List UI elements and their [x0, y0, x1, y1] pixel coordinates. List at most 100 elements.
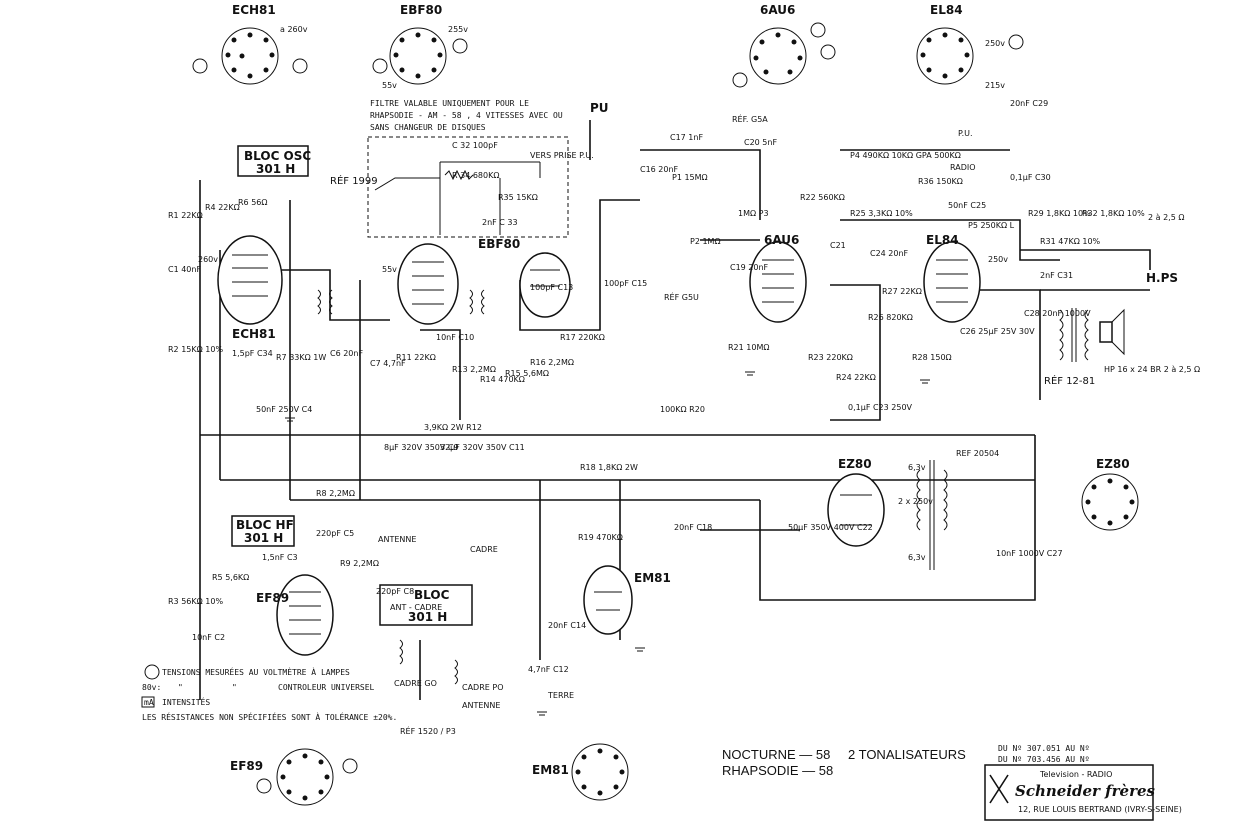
c18-label: 20nF C18 — [674, 523, 712, 532]
c31-label: 2nF C31 — [1040, 271, 1073, 280]
model-line1: NOCTURNE — 58 — [722, 747, 830, 762]
ref-1520-label: RÉF 1520 / P3 — [400, 725, 456, 736]
pu2-label: P.U. — [958, 129, 973, 138]
r21-label: R21 10MΩ — [728, 343, 769, 352]
pu-label: PU — [590, 101, 609, 115]
r18-label: R18 1,8KΩ 2W — [580, 463, 638, 472]
maker-addr: 12, RUE LOUIS BERTRAND (IVRY-S-SEINE) — [1018, 805, 1182, 814]
c24-label: C24 20nF — [870, 249, 909, 258]
svg-text:a 260v: a 260v — [280, 25, 308, 34]
tube-6au6-label: 6AU6 — [764, 233, 799, 247]
c7-label: C7 4,7nF — [370, 359, 406, 368]
cadre-go-label: CADRE GO — [394, 679, 437, 688]
bloc-ant-title: BLOC — [414, 588, 450, 602]
tube-ebf80-label: EBF80 — [478, 237, 520, 251]
p1-label: P1 15MΩ — [672, 173, 708, 182]
cadre-label: CADRE — [470, 545, 498, 554]
tube-ech81: ECH81 — [217, 235, 283, 341]
misc-labels: PU P.U. RADIO RÉF 1999 RÉF 12-81 REF 205… — [198, 101, 1200, 736]
bloc-osc-title: BLOC OSC — [244, 149, 311, 163]
r26-label: R26 820KΩ — [868, 313, 913, 322]
r35-label: R35 15KΩ — [498, 193, 538, 202]
c9-label: 8µF 320V 350V C9 — [384, 443, 459, 452]
c11-label: 32µF 320V 350V C11 — [440, 443, 525, 452]
p4-label: P4 490KΩ 10KΩ GPA 500KΩ — [850, 151, 961, 160]
c17-label: C17 1nF — [670, 133, 703, 142]
c5-label: 220pF C5 — [316, 529, 354, 538]
c28-label: C28 20nF 1000V — [1024, 309, 1091, 318]
r22-label: R22 560KΩ — [800, 193, 845, 202]
vers-prise-label: VERS PRISE P.U. — [530, 151, 594, 160]
c6-label: C6 20nF — [330, 349, 363, 358]
r16-label: R16 2,2MΩ — [530, 358, 574, 367]
tube-ez80-label: EZ80 — [838, 457, 872, 471]
legend: TENSIONS MESURÉES AU VOLTMÈTRE À LAMPES … — [141, 664, 397, 722]
c21-label: C21 — [830, 241, 846, 250]
tube-el84: EL84 — [923, 233, 981, 323]
bloc-hf-ref: 301 H — [244, 531, 283, 545]
c33-label: 2nF C 33 — [482, 218, 518, 227]
r36-label: R36 150KΩ — [918, 177, 963, 186]
pinout-ebf80-title: EBF80 — [400, 3, 442, 17]
r32-label: R32 1,8KΩ 10% — [1082, 209, 1145, 218]
tube-ef89-label: EF89 — [256, 591, 289, 605]
svg-text:55v: 55v — [382, 81, 397, 90]
c34-label: 1,5pF C34 — [232, 349, 273, 358]
v55-label: 55v — [382, 265, 397, 274]
ref-g5u-label: RÉF G5U — [664, 291, 699, 302]
bloc-osc: BLOC OSC 301 H — [237, 145, 311, 177]
v260-label: 260v — [198, 255, 218, 264]
r19-label: R19 470KΩ — [578, 533, 623, 542]
r9-label: R9 2,2MΩ — [340, 559, 379, 568]
tube-ef89: EF89 — [256, 574, 334, 656]
legend-mark2: 80v: — [142, 683, 161, 692]
r4-label: R4 22KΩ — [205, 203, 240, 212]
pinout-ez80-title: EZ80 — [1096, 457, 1130, 471]
pinout-ech81: ECH81 a 260v — [192, 3, 308, 85]
r5-label: R5 5,6KΩ — [212, 573, 249, 582]
r11-label: R11 22KΩ — [396, 353, 436, 362]
if-transformers — [317, 289, 485, 685]
c1-label: C1 40nF — [168, 265, 201, 274]
r28-label: R28 150Ω — [912, 353, 952, 362]
tube-em81-label: EM81 — [634, 571, 671, 585]
legend-line1: TENSIONS MESURÉES AU VOLTMÈTRE À LAMPES — [162, 666, 350, 677]
c10-label: 10nF C10 — [436, 333, 474, 342]
c32-label: C 32 100pF — [452, 141, 498, 150]
legend-mark3: mA — [144, 698, 154, 707]
r12-label: 3,9KΩ 2W R12 — [424, 423, 482, 432]
r7-label: R7 33KΩ 1W — [276, 353, 326, 362]
maker-tag: Television - RADIO — [1039, 770, 1112, 779]
legend-mark2c: " — [232, 683, 237, 692]
c20-label: C20 5nF — [744, 138, 777, 147]
tube-ez80: EZ80 — [827, 457, 885, 547]
cadre-po-label: CADRE PO — [462, 683, 504, 692]
legend-mark2b: " — [178, 683, 183, 692]
bloc-antenne-cadre: BLOC ANT - CADRE 301 H — [379, 584, 473, 626]
r6-label: R6 56Ω — [238, 198, 267, 207]
hp-label: HP 16 x 24 BR 2 à 2,5 Ω — [1104, 365, 1200, 374]
r34-label: R 34 680KΩ — [452, 171, 499, 180]
c19-label: C19 20nF — [730, 263, 769, 272]
tube-ebf80: EBF80 — [397, 237, 520, 325]
p5-label: P5 250KΩ L — [968, 221, 1015, 230]
title-block: NOCTURNE — 58 2 TONALISATEURS RHAPSODIE … — [722, 744, 1182, 821]
ref-20504-label: REF 20504 — [956, 449, 999, 458]
pinout-em81-title: EM81 — [532, 763, 569, 777]
r15-label: R15 5,6MΩ — [505, 369, 549, 378]
ref-1999-label: RÉF 1999 — [330, 174, 378, 187]
c3-label: 1,5nF C3 — [262, 553, 298, 562]
r1-label: R1 22KΩ — [168, 211, 203, 220]
tube-ebf80-diodes — [519, 252, 571, 318]
tube-ech81-label: ECH81 — [232, 327, 276, 341]
p3-label: 1MΩ P3 — [738, 209, 769, 218]
antenne2-label: ANTENNE — [462, 701, 500, 710]
c15-label: 100pF C15 — [604, 279, 647, 288]
r3-label: R3 56KΩ 10% — [168, 597, 223, 606]
antenne-label: ANTENNE — [378, 535, 416, 544]
tube-6au6: 6AU6 — [749, 233, 807, 323]
pinout-ez80: EZ80 — [1081, 457, 1139, 531]
